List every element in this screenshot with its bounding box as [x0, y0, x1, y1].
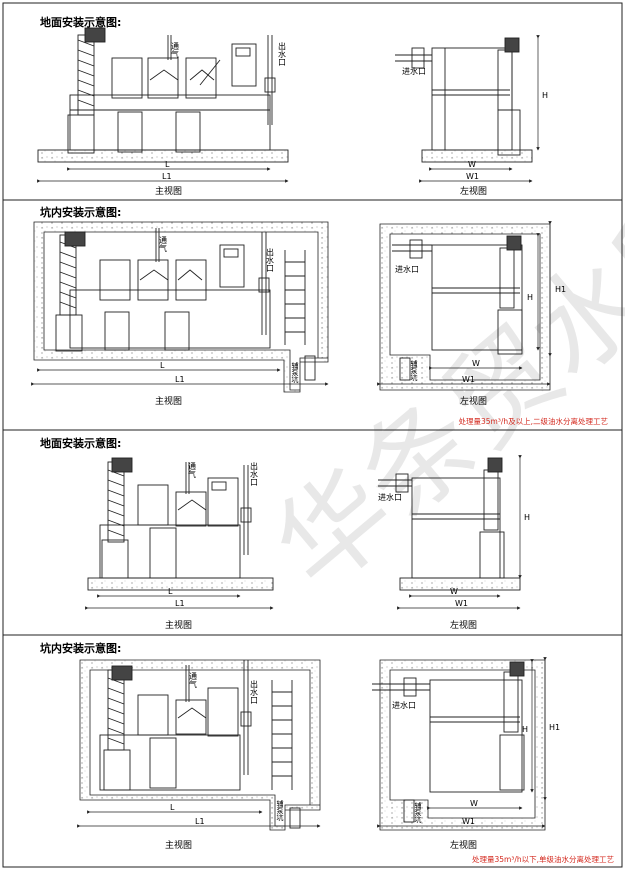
dim-W: W — [470, 799, 478, 808]
pit-walls — [33, 221, 329, 393]
oil-tank-2 — [175, 111, 201, 153]
dim-L1: L1 — [162, 172, 172, 181]
ground-slab — [421, 149, 533, 163]
inlet-label: 进水口 — [378, 492, 402, 502]
front-view-unit — [99, 660, 301, 829]
side-view-label: 左视图 — [450, 619, 477, 631]
front-view-label: 主视图 — [165, 619, 192, 631]
panel-title: 地面安装示意图: — [40, 436, 121, 450]
dim-W: W — [472, 359, 480, 368]
panel-2: 坑内安装示意图: 通气 出水口 — [31, 205, 608, 426]
dim-W: W — [450, 587, 458, 596]
panel-1: 地面安装示意图: — [37, 15, 548, 197]
panel-4-frame — [2, 634, 623, 868]
ground-slab — [37, 149, 289, 163]
process-note: 处理量35m³/h及以上,二级油水分离处理工艺 — [458, 416, 608, 426]
side-view-unit — [395, 37, 533, 163]
process-note: 处理量35m³/h以下,单级油水分离处理工艺 — [472, 854, 614, 864]
outlet-label: 出水口 — [278, 41, 287, 66]
side-view-label: 左视图 — [460, 185, 487, 197]
dim-H1: H1 — [555, 285, 566, 294]
outlet-label: 出水口 — [266, 247, 275, 272]
control-box — [231, 43, 257, 87]
front-view-unit — [55, 228, 316, 381]
front-view-label: 主视图 — [155, 185, 182, 197]
inlet-label: 进水口 — [395, 264, 419, 274]
side-view-label: 左视图 — [460, 395, 487, 407]
motor — [84, 27, 106, 43]
outlet-label: 出水口 — [250, 461, 259, 486]
front-view-unit — [37, 27, 289, 163]
dim-W1: W1 — [466, 172, 479, 181]
tank-body — [69, 94, 271, 151]
side-view-label: 左视图 — [450, 839, 477, 851]
inlet-label: 进水口 — [392, 700, 416, 710]
dim-W: W — [468, 160, 476, 169]
front-view-label: 主视图 — [155, 395, 182, 407]
dim-L: L — [165, 160, 170, 169]
panel-4: 坑内安装示意图: 通气 出水口 辅泵坑 L — [40, 641, 614, 864]
oil-tank-1 — [117, 111, 143, 153]
pit-walls — [379, 659, 546, 831]
dim-W1: W1 — [462, 817, 475, 826]
front-dims — [37, 167, 289, 183]
panel-3: 地面安装示意图: 通气 出水口 L L1 主视图 — [40, 436, 530, 631]
inlet-label: 进水口 — [402, 66, 426, 76]
side-view-unit — [372, 661, 525, 823]
side-view-unit — [392, 235, 523, 381]
panel-title: 坑内安装示意图: — [40, 641, 121, 655]
dim-L1: L1 — [195, 817, 205, 826]
vent-label: 通气 — [159, 235, 168, 252]
dim-H1: H1 — [549, 723, 560, 732]
dim-H: H — [527, 293, 533, 302]
dim-H: H — [522, 725, 528, 734]
dim-H: H — [542, 91, 548, 100]
pit-label: 辅泵坑 — [414, 801, 422, 824]
vent-label: 通气 — [188, 461, 197, 478]
dim-L1: L1 — [175, 599, 185, 608]
dim-L1: L1 — [175, 375, 185, 384]
panel-title: 地面安装示意图: — [40, 15, 121, 29]
outlet-label: 出水口 — [250, 679, 259, 704]
vent-label: 通气 — [189, 671, 198, 688]
pit-walls — [379, 223, 551, 391]
front-view-unit — [87, 457, 274, 591]
dim-W1: W1 — [462, 375, 475, 384]
dim-W1: W1 — [455, 599, 468, 608]
side-view-unit — [378, 457, 521, 591]
vent-label: 通气 — [171, 41, 180, 58]
dim-L: L — [168, 587, 173, 596]
dim-L: L — [170, 803, 175, 812]
pit-label: 辅泵坑 — [291, 361, 299, 384]
slag-basket — [67, 114, 95, 154]
panel-title: 坑内安装示意图: — [40, 205, 121, 219]
dim-L: L — [160, 361, 165, 370]
front-view-label: 主视图 — [165, 839, 192, 851]
dim-H: H — [524, 513, 530, 522]
pit-label: 辅泵坑 — [276, 799, 284, 822]
pit-label: 辅泵坑 — [410, 359, 418, 382]
pit-walls — [79, 659, 321, 831]
